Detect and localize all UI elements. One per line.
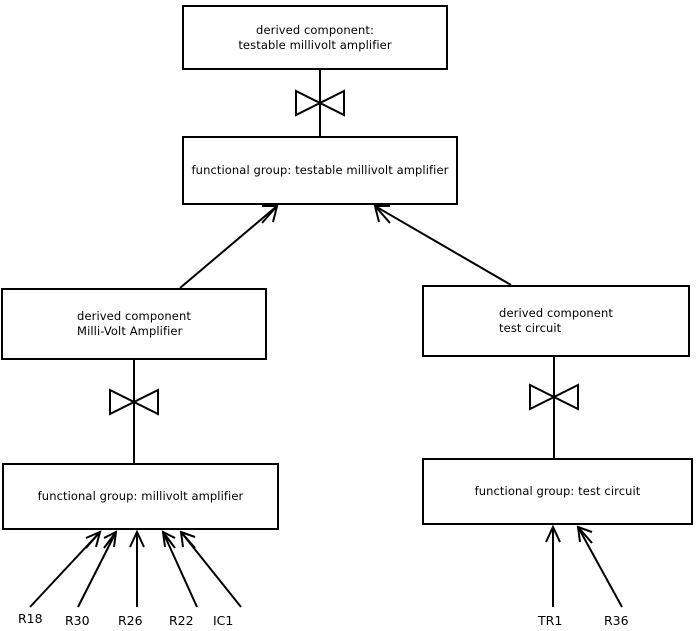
node-fg-testable-mv-amp[interactable]: functional group: testable millivolt amp… xyxy=(182,136,458,205)
node-label: functional group: millivolt amplifier xyxy=(37,489,244,503)
node-fg-test-circuit[interactable]: functional group: test circuit xyxy=(422,458,693,525)
part-label-r30: R30 xyxy=(65,613,90,628)
node-derived-mv-amp[interactable]: derived component Milli-Volt Amplifier xyxy=(1,288,267,360)
node-label: functional group: test circuit xyxy=(474,484,641,498)
connector-bowtie-right xyxy=(529,357,579,458)
part-label-tr1: TR1 xyxy=(538,613,563,628)
connector-arrow-testcircuit-to-testable xyxy=(373,205,512,286)
part-label-r22: R22 xyxy=(169,613,194,628)
connector-part-arrow-r18 xyxy=(29,530,102,608)
connector-part-arrow-tr1 xyxy=(545,524,561,607)
connector-part-arrow-r36 xyxy=(576,525,623,608)
node-label: functional group: testable millivolt amp… xyxy=(191,163,449,177)
node-derived-test-circuit[interactable]: derived component test circuit xyxy=(422,285,690,357)
node-label: derived component Milli-Volt Amplifier xyxy=(77,309,191,338)
connector-arrow-mvamp-to-testable xyxy=(179,205,279,289)
connector-bowtie-left xyxy=(109,360,159,463)
connector-part-arrow-ic1 xyxy=(179,530,242,608)
connector-bowtie-top xyxy=(295,70,345,136)
node-label: derived component test circuit xyxy=(499,306,613,335)
node-fg-mv-amp[interactable]: functional group: millivolt amplifier xyxy=(2,463,279,530)
connector-part-arrow-r30 xyxy=(77,530,118,608)
connector-part-arrow-r22 xyxy=(161,530,198,608)
node-label: derived component: testable millivolt am… xyxy=(238,22,392,52)
part-label-r18: R18 xyxy=(18,611,43,626)
connector-part-arrow-r26 xyxy=(129,529,145,607)
node-derived-testable-mv-amp[interactable]: derived component: testable millivolt am… xyxy=(182,5,448,70)
part-label-r26: R26 xyxy=(118,613,143,628)
part-label-ic1: IC1 xyxy=(213,613,234,628)
part-label-r36: R36 xyxy=(604,613,629,628)
